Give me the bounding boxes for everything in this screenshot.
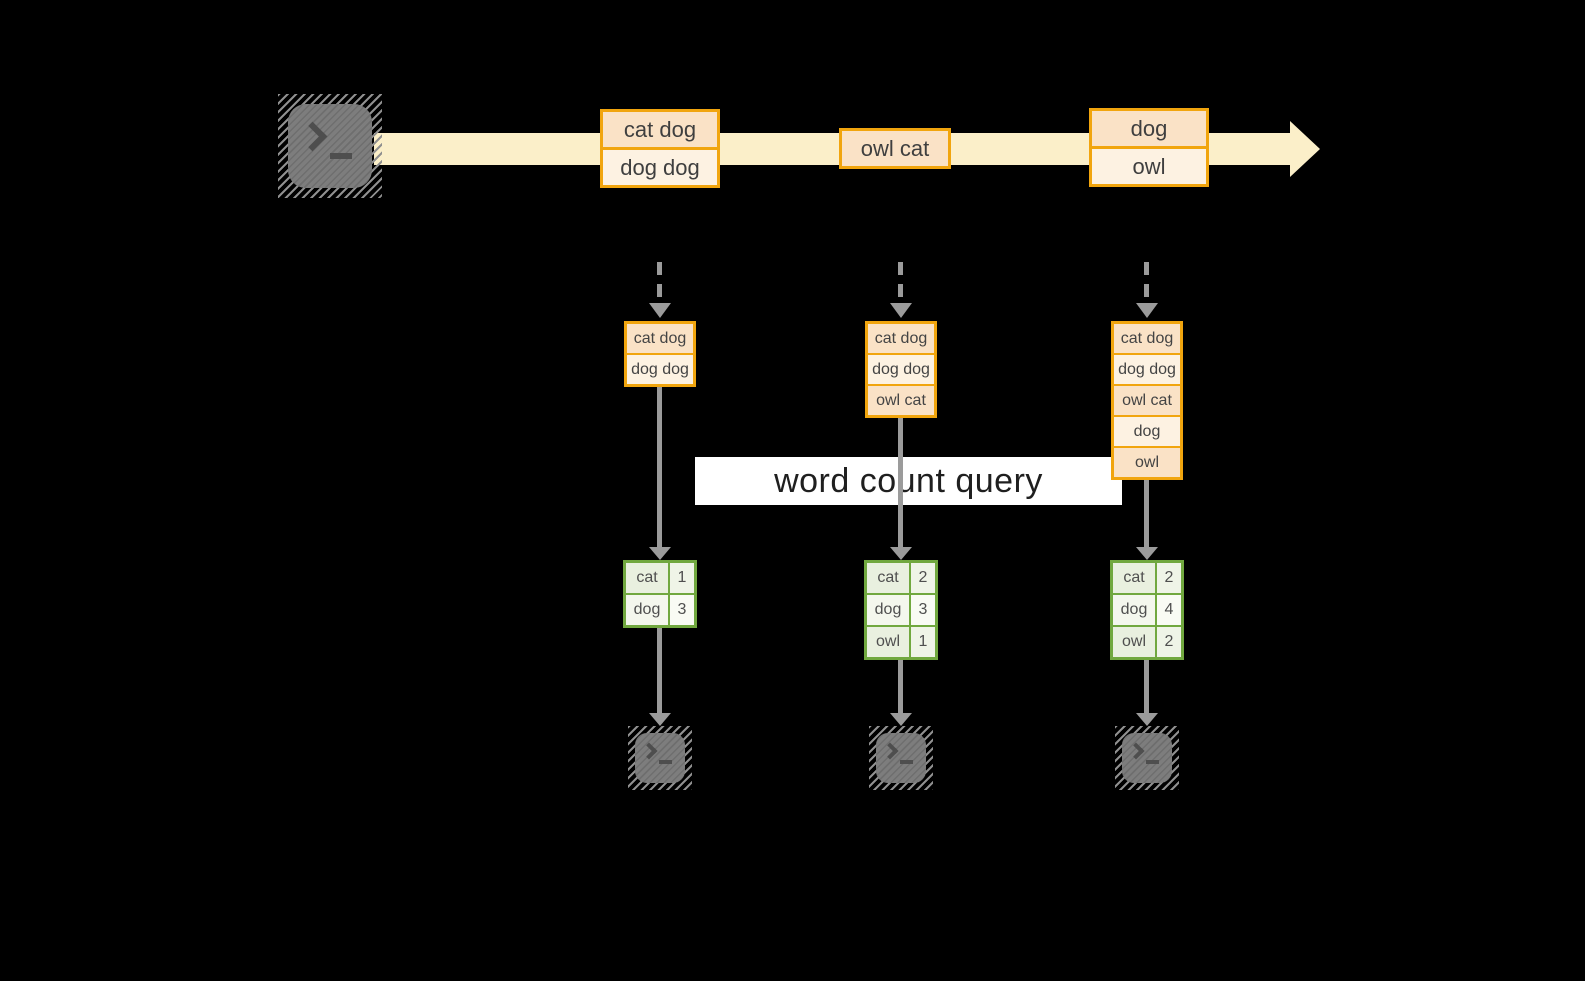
prompt-chevron-icon (881, 742, 899, 760)
micro-batch-arrow-line-3 (1144, 262, 1149, 303)
query-arrow-line-1 (657, 385, 662, 547)
word-cell: cat (1113, 563, 1157, 593)
stream-batch-box-2: owl cat (839, 128, 951, 169)
terminal-sink-icon-3 (1115, 726, 1179, 790)
word-cell: owl (867, 627, 911, 657)
micro-batch-arrowhead-2 (890, 303, 912, 318)
queued-message: dog dog (868, 353, 934, 384)
query-arrowhead-1 (649, 547, 671, 560)
word-cell: dog (626, 595, 670, 625)
prompt-chevron-icon (297, 121, 328, 152)
count-cell: 3 (670, 595, 694, 625)
sink-arrow-line-2 (898, 658, 903, 713)
count-cell: 3 (911, 595, 935, 625)
prompt-underscore-icon (330, 152, 352, 159)
sink-arrowhead-2 (890, 713, 912, 726)
prompt-underscore-icon (1146, 760, 1159, 764)
prompt-chevron-icon (1127, 742, 1145, 760)
word-cell: dog (867, 595, 911, 625)
sink-arrow-line-3 (1144, 658, 1149, 713)
terminal-sink-icon-1 (628, 726, 692, 790)
queued-message: cat dog (868, 324, 934, 353)
word-cell: cat (867, 563, 911, 593)
prompt-underscore-icon (900, 760, 913, 764)
queued-message: dog dog (627, 353, 693, 384)
stream-message: owl cat (842, 131, 948, 166)
terminal-screen (635, 733, 685, 783)
stream-message: cat dog (603, 112, 717, 147)
queued-message: cat dog (627, 324, 693, 353)
query-banner: word count query (695, 457, 1122, 505)
stream-arrowhead-icon (1290, 121, 1320, 177)
stream-message: owl (1092, 146, 1206, 184)
prompt-underscore-icon (659, 760, 672, 764)
queued-message: owl cat (868, 384, 934, 415)
query-arrow-line-2 (898, 416, 903, 547)
queued-message: owl (1114, 446, 1180, 477)
terminal-sink-icon-2 (869, 726, 933, 790)
count-cell: 1 (911, 627, 935, 657)
sink-arrowhead-3 (1136, 713, 1158, 726)
terminal-screen (1122, 733, 1172, 783)
stream-message: dog dog (603, 147, 717, 185)
micro-batch-arrowhead-1 (649, 303, 671, 318)
count-cell: 1 (670, 563, 694, 593)
query-arrowhead-3 (1136, 547, 1158, 560)
count-cell: 2 (1157, 627, 1181, 657)
terminal-source-icon (278, 94, 382, 198)
micro-batch-arrow-line-1 (657, 262, 662, 303)
queued-message: dog (1114, 415, 1180, 446)
count-cell: 2 (911, 563, 935, 593)
query-label: word count query (774, 462, 1043, 500)
stream-message: dog (1092, 111, 1206, 146)
word-cell: dog (1113, 595, 1157, 625)
queued-message: owl cat (1114, 384, 1180, 415)
queued-message: cat dog (1114, 324, 1180, 353)
query-arrow-line-3 (1144, 478, 1149, 547)
count-cell: 2 (1157, 563, 1181, 593)
terminal-screen (288, 104, 372, 188)
word-cell: owl (1113, 627, 1157, 657)
queued-message: dog dog (1114, 353, 1180, 384)
prompt-chevron-icon (640, 742, 658, 760)
sink-arrowhead-1 (649, 713, 671, 726)
query-arrowhead-2 (890, 547, 912, 560)
micro-batch-arrowhead-3 (1136, 303, 1158, 318)
sink-arrow-line-1 (657, 626, 662, 713)
count-cell: 4 (1157, 595, 1181, 625)
word-cell: cat (626, 563, 670, 593)
terminal-screen (876, 733, 926, 783)
micro-batch-arrow-line-2 (898, 262, 903, 303)
